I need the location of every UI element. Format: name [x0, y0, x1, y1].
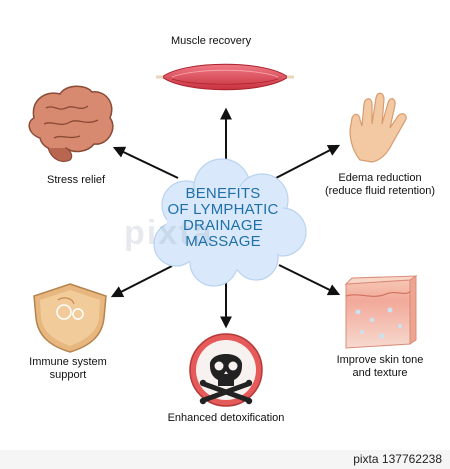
label-skin-line2: and texture: [352, 367, 408, 379]
brain-icon: [28, 85, 114, 163]
title-line-4: MASSAGE: [185, 233, 261, 250]
footer-bar: [0, 450, 450, 469]
arrow-to-skin: [278, 264, 341, 296]
label-skin-line1: Improve skin tone: [336, 354, 424, 366]
muscle-icon: [156, 63, 294, 91]
title-line-2: OF LYMPHATIC: [167, 201, 279, 218]
label-immune-line2: support: [49, 369, 87, 381]
arrow-to-hand: [275, 144, 341, 179]
label-edema: Edema reduction (reduce fluid retention): [318, 172, 442, 198]
diagram-title: BENEFITS OF LYMPHATIC DRAINAGE MASSAGE: [150, 186, 296, 250]
label-detox: Enhanced detoxification: [167, 412, 285, 424]
label-immune-line1: Immune system: [29, 356, 107, 368]
label-skin: Improve skin tone and texture: [328, 354, 432, 380]
arrow-to-shield: [110, 265, 173, 298]
title-line-1: BENEFITS: [185, 185, 261, 202]
hand-icon: [349, 92, 407, 163]
center-cloud: [153, 158, 307, 287]
label-edema-line1: Edema reduction: [338, 172, 422, 184]
label-muscle-recovery: Muscle recovery: [171, 35, 252, 47]
label-edema-line2: (reduce fluid retention): [324, 185, 436, 197]
shield-icon: [33, 283, 107, 353]
footer-brand: pixta: [353, 452, 379, 466]
title-line-3: DRAINAGE: [183, 217, 263, 234]
skull-crossbones-icon: [189, 333, 263, 407]
watermark: pixta: [124, 214, 214, 252]
label-immune: Immune system support: [18, 356, 118, 382]
arrow-to-brain: [112, 146, 179, 179]
footer-image-id: 137762238: [381, 452, 442, 466]
skin-layers-icon: [344, 275, 418, 349]
label-stress-relief: Stress relief: [47, 174, 106, 186]
footer-credit: pixta 137762238: [353, 452, 442, 466]
